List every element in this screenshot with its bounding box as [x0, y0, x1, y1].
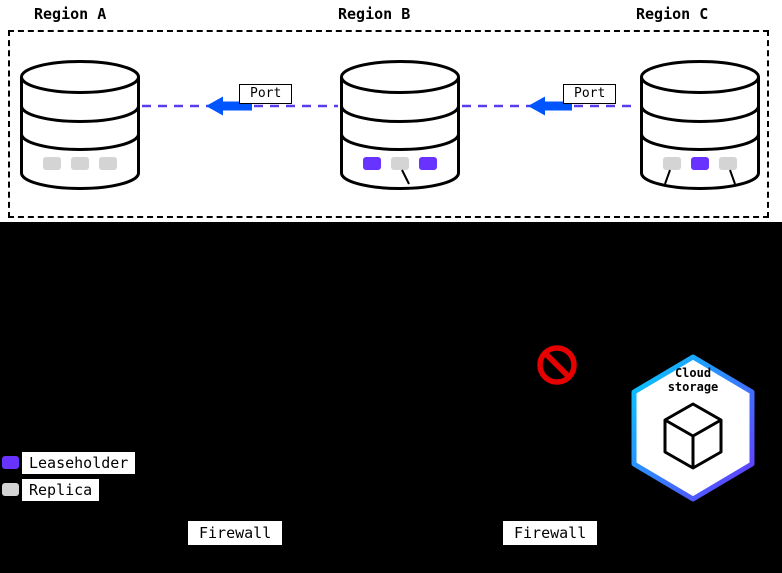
db-band [20, 105, 140, 123]
arrow-left-icon [528, 96, 572, 116]
replica-square [719, 157, 737, 170]
replica-square [99, 157, 117, 170]
arrow-left-icon [206, 96, 252, 116]
db-band [20, 133, 140, 151]
connector-layer [142, 96, 638, 116]
db-top [340, 60, 460, 94]
firewall-label: Firewall [503, 521, 598, 545]
db-band [340, 105, 460, 123]
replica-square [71, 157, 89, 170]
legend-leaseholder-label: Leaseholder [22, 452, 136, 474]
replica-swatch [2, 483, 19, 496]
legend-replica-label: Replica [22, 479, 100, 501]
cube-icon [663, 402, 723, 470]
leaseholder-swatch [2, 456, 19, 469]
leaseholder-square [691, 157, 709, 170]
replica-square [43, 157, 61, 170]
db-band [640, 105, 760, 123]
firewall-label: Firewall [188, 521, 283, 545]
port-label: Port [563, 84, 617, 104]
db-top [20, 60, 140, 94]
region-c-label: Region C [630, 4, 715, 24]
prohibited-slash [543, 351, 571, 379]
leaseholder-square [2, 456, 19, 469]
prohibited-icon [537, 345, 577, 385]
db-band [340, 133, 460, 151]
cloud-storage-icon [631, 354, 755, 502]
leaseholder-square [419, 157, 437, 170]
database-region-a-icon [20, 60, 140, 190]
cloud-storage-label: Cloud storage [667, 366, 719, 394]
replica-square [391, 157, 409, 170]
region-b-label: Region B [332, 4, 417, 24]
prohibited-ring [537, 345, 577, 385]
region-a-label: Region A [28, 4, 113, 24]
pointer-tick [664, 169, 671, 185]
pointer-tick [729, 169, 736, 185]
hexagon-outline [631, 354, 755, 502]
db-band [640, 133, 760, 151]
database-region-b-icon [340, 60, 460, 190]
database-region-c-icon [640, 60, 760, 190]
pointer-tick [401, 169, 410, 185]
replica-square [2, 483, 19, 496]
db-top [640, 60, 760, 94]
port-label: Port [239, 84, 293, 104]
replica-square [663, 157, 681, 170]
leaseholder-square [363, 157, 381, 170]
